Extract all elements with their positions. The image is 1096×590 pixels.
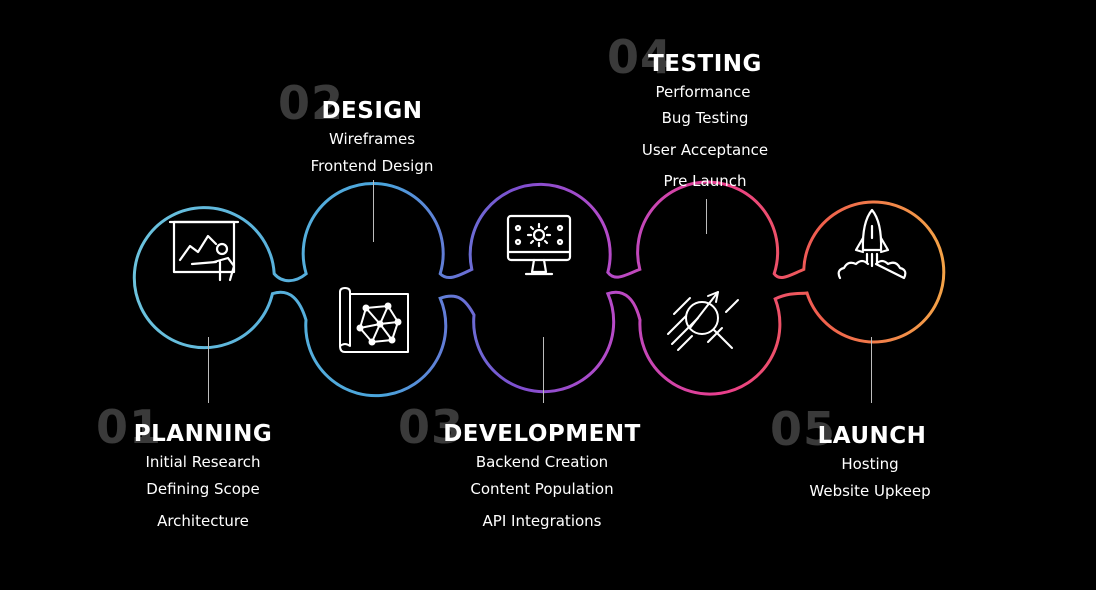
stage-number: 04	[607, 30, 674, 84]
stage-item: Website Upkeep	[809, 482, 931, 500]
stage-item: Architecture	[157, 512, 249, 530]
flow-track-path	[132, 180, 946, 398]
connector-line-launch	[871, 337, 872, 403]
connector-line-testing	[706, 199, 707, 234]
stage-item: API Integrations	[482, 512, 602, 530]
stage-title: DEVELOPMENT	[443, 421, 641, 447]
stage-item: Performance	[655, 83, 751, 101]
stage-item: Wireframes	[328, 130, 416, 148]
stage-number: 01	[96, 400, 163, 454]
stage-number: 05	[770, 402, 837, 456]
stage-title: PLANNING	[133, 421, 273, 447]
stage-item: Backend Creation	[475, 453, 609, 471]
connector-line-planning	[208, 337, 209, 403]
stage-number: 03	[398, 400, 465, 454]
stage-number: 02	[278, 76, 345, 130]
blueprint-network-icon	[339, 287, 409, 353]
stage-item: Defining Scope	[146, 480, 260, 498]
stage-item: Bug Testing	[661, 109, 749, 127]
stage-item: Pre Launch	[663, 172, 747, 190]
stage-item: User Acceptance	[641, 141, 769, 159]
monitor-gear-icon	[506, 214, 572, 276]
stage-item: Content Population	[470, 480, 614, 498]
stage-item: Initial Research	[145, 453, 261, 471]
stage-item: Frontend Design	[310, 157, 434, 175]
stage-title: DESIGN	[321, 98, 423, 124]
presentation-board-icon	[168, 220, 240, 282]
stage-title: TESTING	[648, 51, 762, 77]
connector-line-development	[543, 337, 544, 403]
stage-item: Hosting	[841, 455, 899, 473]
stage-title: LAUNCH	[817, 423, 927, 449]
rocket-icon	[837, 208, 907, 280]
connector-line-design	[373, 180, 374, 242]
target-arrow-icon	[667, 291, 739, 351]
